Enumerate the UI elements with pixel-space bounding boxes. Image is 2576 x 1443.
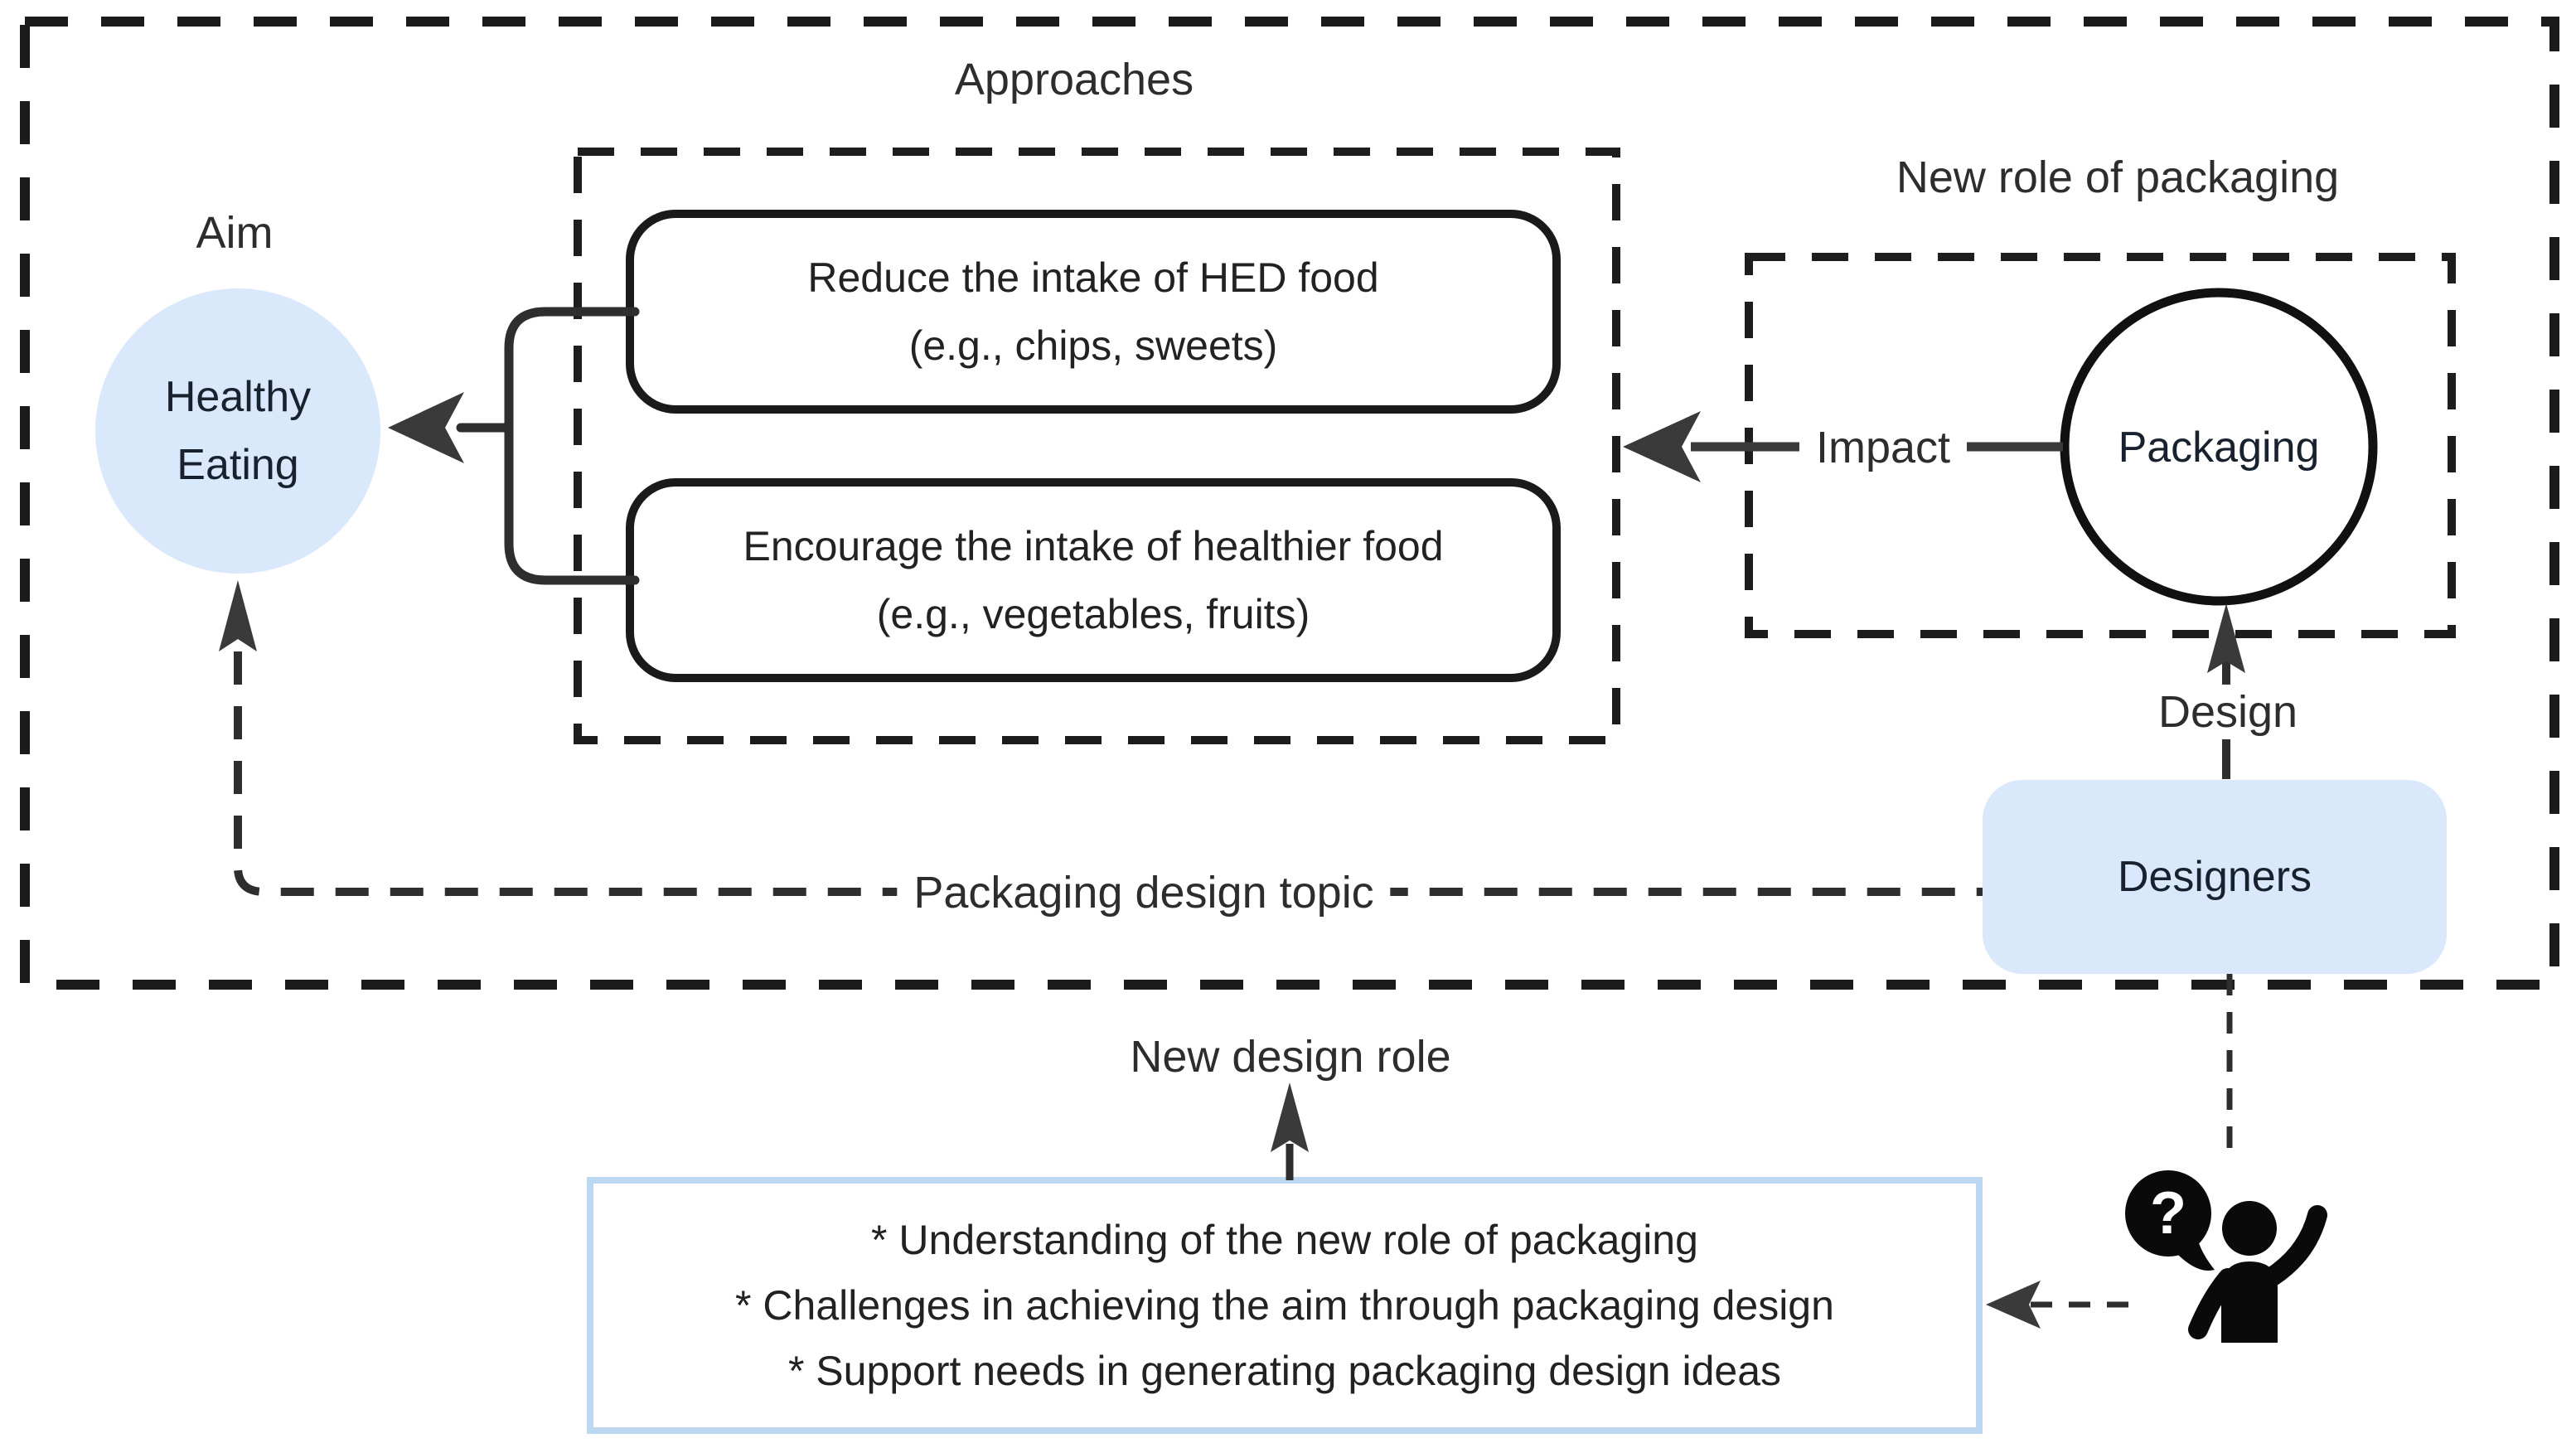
packaging-topic-dashed-line bbox=[234, 651, 1983, 896]
needs-item-1: * Understanding of the new role of packa… bbox=[871, 1216, 1698, 1263]
packaging-topic-label: Packaging design topic bbox=[897, 864, 1391, 921]
raised-arm-icon bbox=[2263, 1205, 2327, 1286]
speech-bubble-tail-icon bbox=[2173, 1243, 2215, 1271]
encourage-healthier-food-line2: (e.g., vegetables, fruits) bbox=[876, 591, 1310, 637]
design-arrowhead-icon bbox=[2207, 603, 2245, 673]
designers-node-box bbox=[1983, 780, 2447, 974]
approaches-bracket-connector bbox=[456, 307, 640, 585]
encourage-healthier-food-text: Encourage the intake of healthier food (… bbox=[630, 482, 1557, 678]
reduce-hed-food-line2: (e.g., chips, sweets) bbox=[908, 322, 1278, 369]
approaches-arrowhead-icon bbox=[388, 392, 464, 463]
new-design-role-label: New design role bbox=[1130, 1031, 1451, 1082]
needs-item-3: * Support needs in generating packaging … bbox=[787, 1347, 1782, 1394]
encourage-healthier-food-line1: Encourage the intake of healthier food bbox=[743, 523, 1444, 569]
question-person-icon: ? bbox=[2125, 1170, 2327, 1343]
packaging-label: Packaging bbox=[2118, 424, 2320, 472]
packaging-circle bbox=[2060, 288, 2378, 606]
question-mark-glyph: ? bbox=[2150, 1180, 2186, 1247]
aim-title: Aim bbox=[196, 207, 274, 258]
reduce-hed-food-text: Reduce the intake of HED food (e.g., chi… bbox=[630, 214, 1557, 409]
approaches-dashed-box bbox=[574, 148, 1620, 744]
reduce-hed-food-line1: Reduce the intake of HED food bbox=[807, 254, 1379, 301]
new-design-role-arrowhead-icon bbox=[1271, 1082, 1309, 1152]
person-torso-icon bbox=[2221, 1261, 2278, 1343]
healthy-eating-label: Healthy Eating bbox=[165, 363, 311, 499]
design-label: Design bbox=[2141, 684, 2315, 740]
packaging-topic-arrowhead-icon bbox=[219, 580, 257, 651]
person-head-icon bbox=[2222, 1201, 2277, 1256]
impact-label: Impact bbox=[1799, 419, 1968, 476]
healthy-eating-circle bbox=[95, 288, 380, 574]
healthy-eating-line2: Eating bbox=[177, 441, 299, 489]
outer-dashed-frame bbox=[20, 17, 2559, 990]
speech-bubble-icon bbox=[2125, 1170, 2211, 1257]
impact-arrowhead-icon bbox=[1623, 411, 1701, 482]
needs-item-2: * Challenges in achieving the aim throug… bbox=[735, 1281, 1834, 1329]
approaches-title: Approaches bbox=[954, 54, 1194, 104]
designers-label: Designers bbox=[2117, 853, 2312, 901]
healthy-eating-line1: Healthy bbox=[164, 373, 312, 421]
needs-list: * Understanding of the new role of packa… bbox=[597, 1187, 1973, 1424]
needs-box bbox=[587, 1177, 1983, 1434]
new-role-title: New role of packaging bbox=[1896, 152, 2340, 202]
questioner-needs-arrowhead-icon bbox=[1986, 1281, 2041, 1329]
